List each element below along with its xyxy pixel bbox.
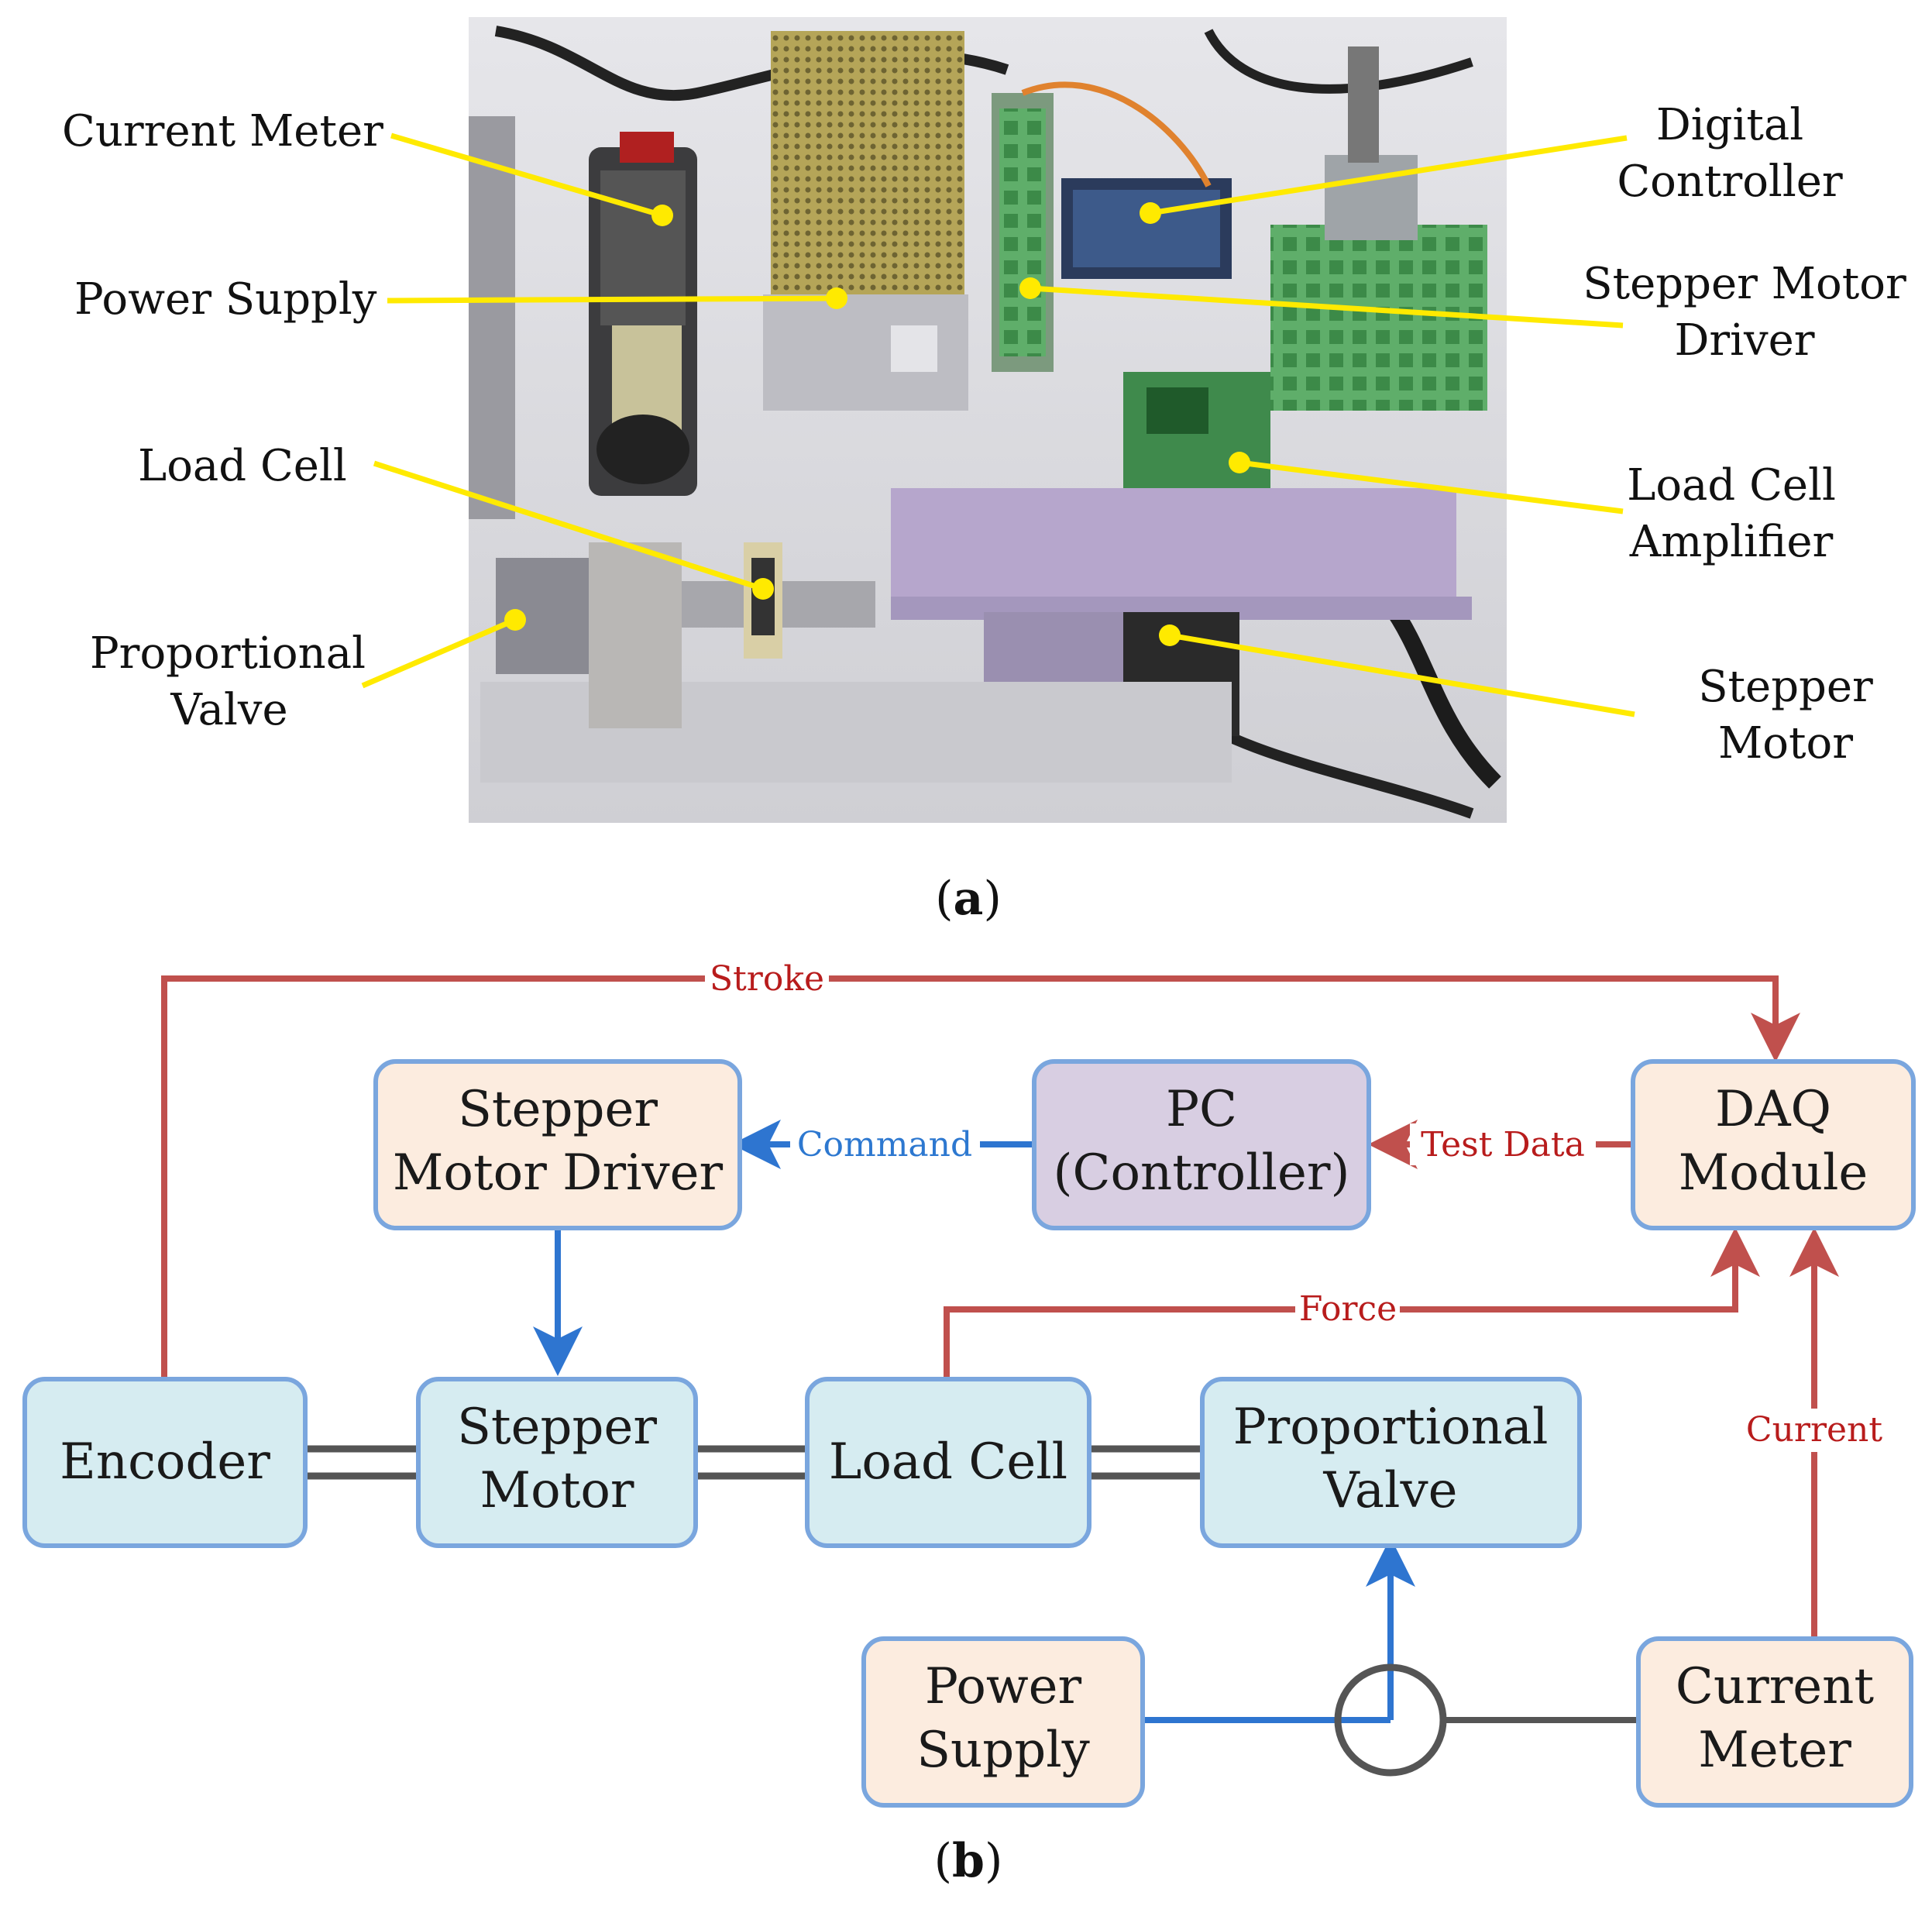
node-proportional-valve-line2: Valve	[1323, 1462, 1458, 1519]
callout-dots	[504, 202, 1250, 646]
label-proportional-valve-line2: Valve	[170, 685, 287, 735]
node-power-supply-line1: Power	[925, 1658, 1082, 1715]
label-load-cell-amplifier-line1: Load Cell	[1627, 460, 1836, 511]
edge-label-force: Force	[1299, 1289, 1397, 1329]
digital-controller-device	[1021, 81, 1232, 279]
node-stepper-motor-driver-line2: Motor Driver	[393, 1144, 724, 1202]
node-power-supply-line2: Supply	[916, 1722, 1090, 1779]
node-load-cell-line1: Load Cell	[829, 1433, 1067, 1491]
node-daq-module: DAQ Module	[1631, 1059, 1916, 1230]
panel-a: Current Meter Power Supply Load Cell Pro…	[62, 17, 1906, 926]
current-sensor-node	[1143, 1537, 1638, 1777]
edge-current: Current	[1739, 1227, 1890, 1639]
load-cell-amplifier-device	[1123, 372, 1270, 488]
node-power-supply: Power Supply	[861, 1636, 1145, 1808]
caption-a: (a)	[935, 872, 1002, 926]
node-current-meter: Current Meter	[1636, 1636, 1913, 1808]
setup-photo	[469, 17, 1507, 823]
edge-label-test-data: Test Data	[1421, 1125, 1585, 1165]
node-daq-module-line1: DAQ	[1715, 1081, 1831, 1138]
node-stepper-motor-line2: Motor	[480, 1462, 634, 1519]
label-stepper-motor-driver-line1: Stepper Motor	[1583, 259, 1906, 309]
node-stepper-motor: Stepper Motor	[416, 1377, 698, 1548]
node-proportional-valve-line1: Proportional	[1233, 1399, 1549, 1456]
node-current-meter-line2: Meter	[1698, 1722, 1851, 1779]
edge-command: Command	[731, 1120, 1034, 1169]
power-supply-device	[763, 31, 968, 411]
edge-stroke: Stroke	[161, 957, 1800, 1379]
edge-label-stroke: Stroke	[710, 959, 824, 999]
label-load-cell: Load Cell	[138, 441, 347, 491]
mechanical-couplings	[305, 1445, 1202, 1480]
panel-b: Stroke Command Test Data Force Current	[22, 957, 1916, 1888]
current-meter-device	[589, 132, 697, 496]
edge-force: Force	[944, 1227, 1760, 1379]
node-encoder-line1: Encoder	[60, 1433, 270, 1491]
node-encoder: Encoder	[22, 1377, 308, 1548]
node-current-meter-line1: Current	[1676, 1658, 1874, 1715]
photo-callouts	[361, 132, 1635, 717]
node-load-cell: Load Cell	[805, 1377, 1091, 1548]
label-proportional-valve-line1: Proportional	[90, 628, 366, 679]
node-pc-controller-line1: PC	[1166, 1081, 1237, 1138]
load-cell-device	[744, 542, 782, 659]
node-stepper-motor-driver: Stepper Motor Driver	[373, 1059, 742, 1230]
label-stepper-motor-line2: Motor	[1718, 718, 1853, 769]
label-digital-controller-line2: Controller	[1617, 157, 1843, 207]
node-proportional-valve: Proportional Valve	[1200, 1377, 1582, 1548]
label-digital-controller-line1: Digital	[1656, 100, 1803, 150]
stepper-driver-device	[992, 93, 1054, 372]
node-stepper-motor-line1: Stepper	[457, 1399, 657, 1456]
edge-label-command: Command	[797, 1125, 972, 1165]
label-current-meter: Current Meter	[62, 106, 383, 157]
label-stepper-motor-driver-line2: Driver	[1674, 315, 1814, 366]
label-load-cell-amplifier-line2: Amplifier	[1629, 517, 1834, 567]
node-pc-controller-line2: (Controller)	[1054, 1144, 1350, 1202]
edge-label-current: Current	[1746, 1410, 1882, 1450]
label-stepper-motor-line1: Stepper	[1698, 662, 1873, 712]
node-pc-controller: PC (Controller)	[1032, 1059, 1371, 1230]
node-stepper-motor-driver-line1: Stepper	[458, 1081, 658, 1138]
node-daq-module-line2: Module	[1679, 1144, 1868, 1202]
caption-b: (b)	[934, 1834, 1003, 1888]
edge-test-data: Test Data	[1368, 1120, 1633, 1169]
label-power-supply: Power Supply	[74, 274, 377, 325]
terminal-block-device	[1270, 46, 1487, 411]
